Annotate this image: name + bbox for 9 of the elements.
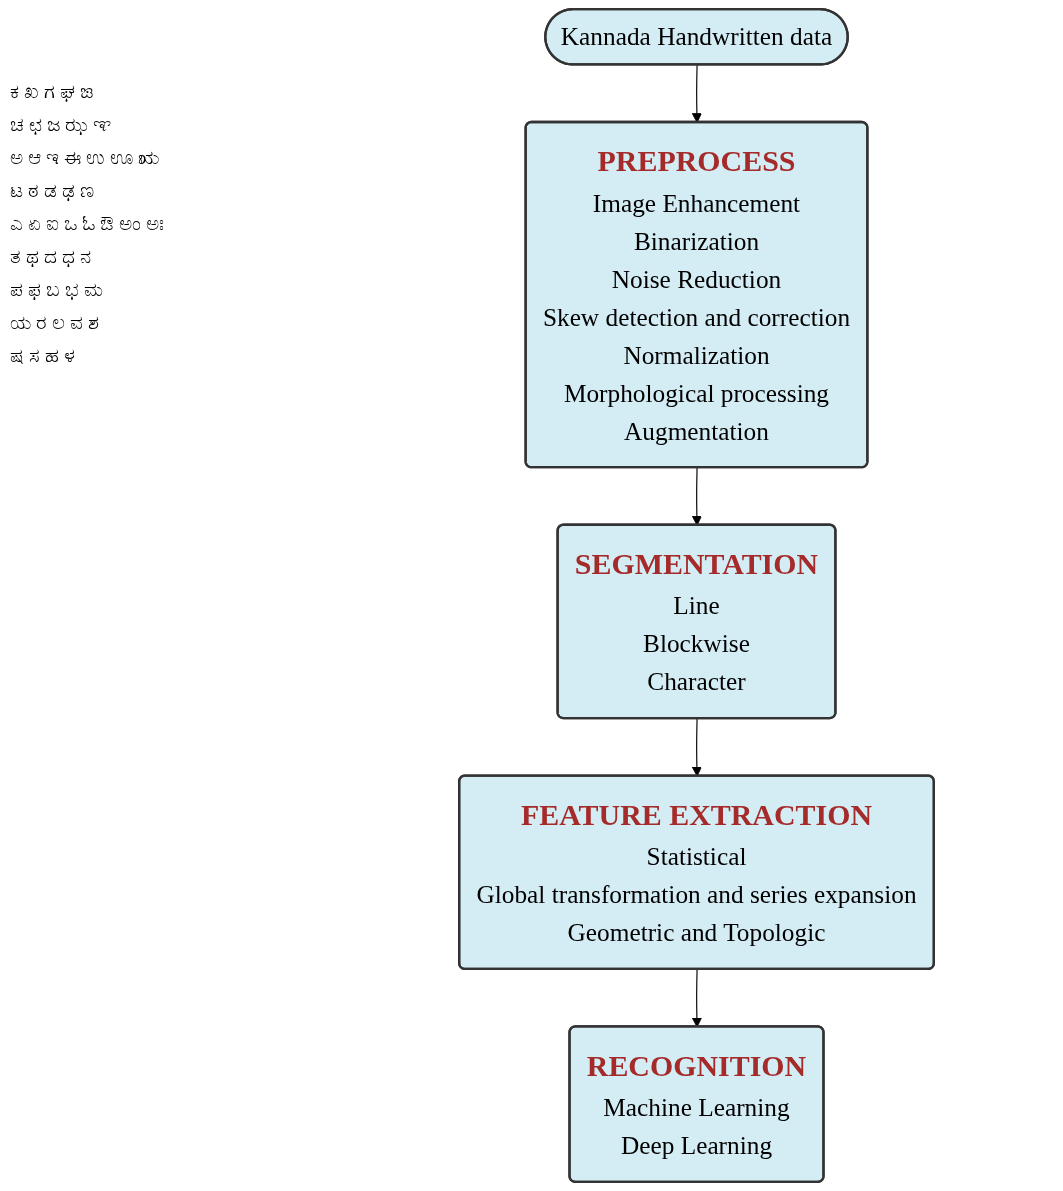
kannada-characters: ಅ ಆ ಇ ಈ ಉ ಊ ಋ (10, 146, 160, 169)
kannada-characters: ಷ ಸ ಹ ಳ (10, 344, 76, 367)
kannada-characters: ಯ ರ ಲ ವ ಶ (10, 311, 100, 334)
kannada-characters: ಟ ಠ ಡ ಢ ಣ (10, 179, 95, 202)
kannada-characters: ಚ ಛ ಜ ಝ ಞ (10, 113, 112, 136)
kannada-characters: ಪ ಫ ಬ ಭ ಮ (10, 278, 104, 301)
kannada-characters: ಎ ಏ ಐ ಒ ಓ ಔ ಅಂ ಅಃ (10, 212, 165, 235)
kannada-characters: ಕ ಖ ಗ ಘ ಙ (10, 80, 94, 103)
kannada-characters: ತ ಥ ದ ಧ ನ (10, 245, 92, 268)
